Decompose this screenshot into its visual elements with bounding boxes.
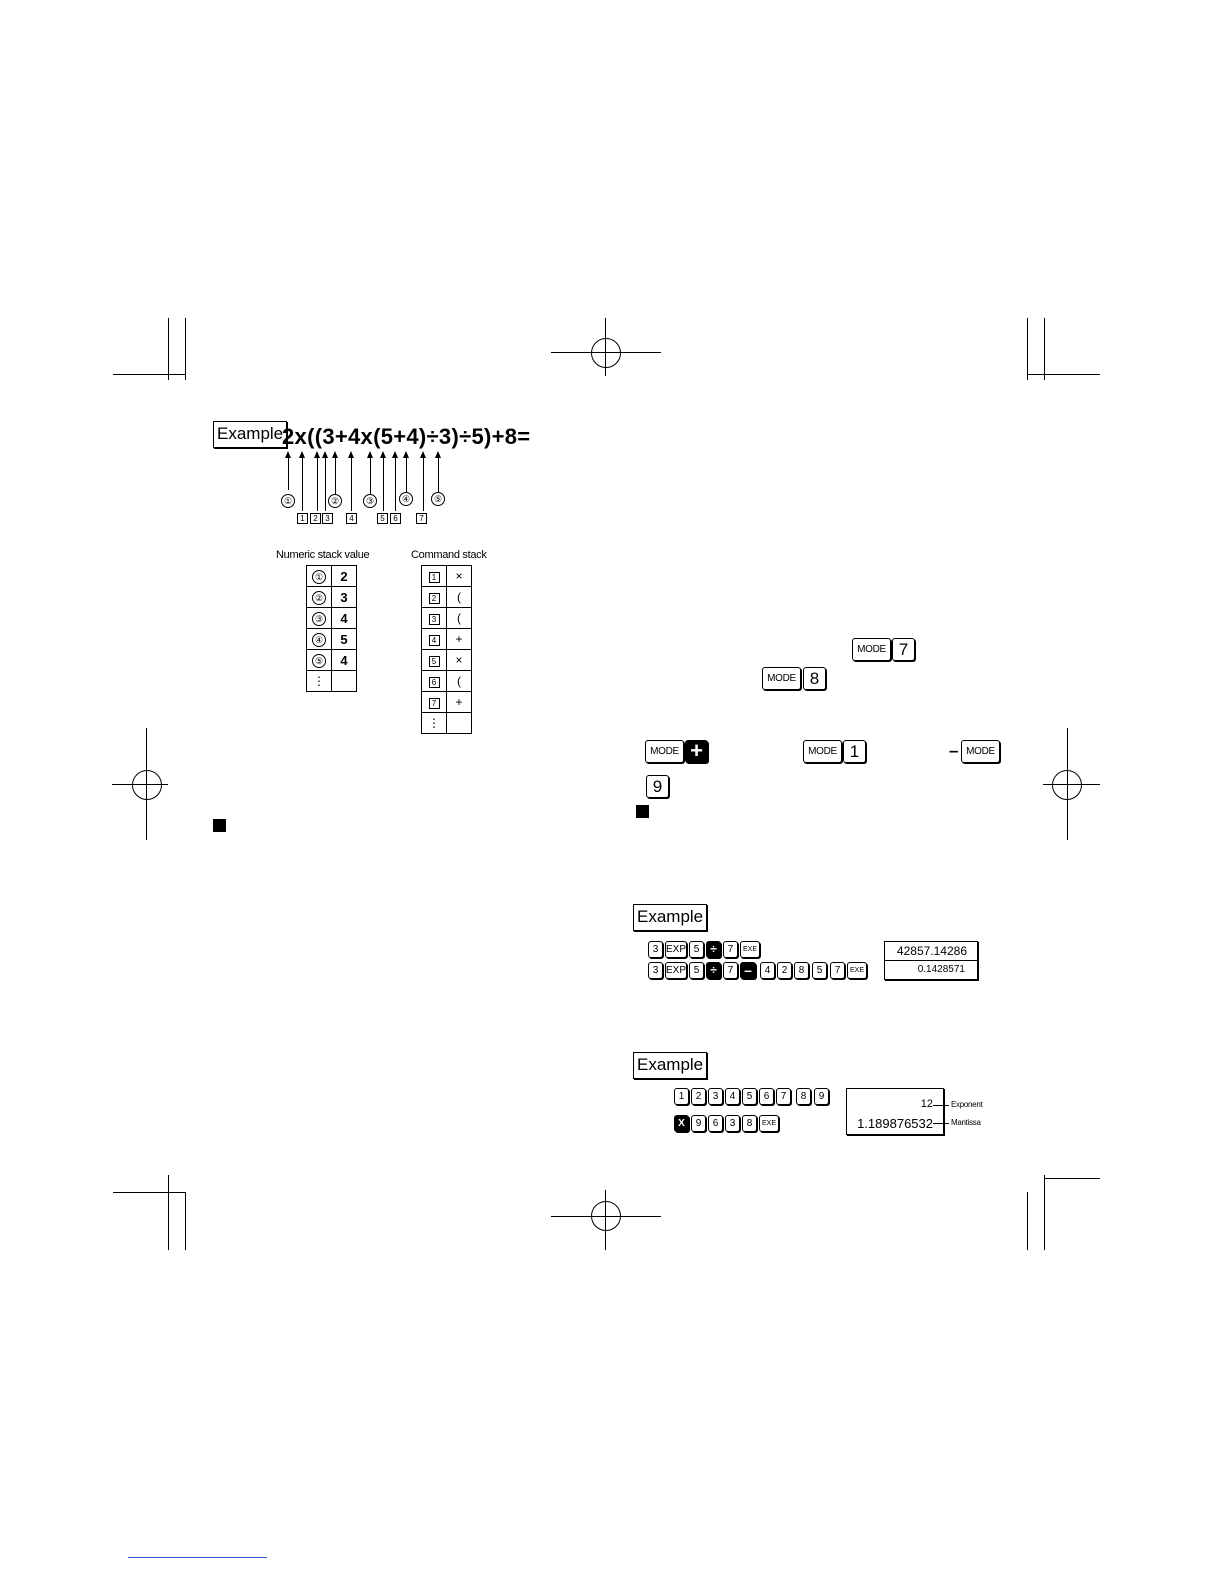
- key-1: 1: [843, 740, 866, 763]
- mode-key: MODE: [961, 740, 1000, 763]
- boxed-marker-7: 7: [416, 513, 427, 524]
- display-line-2: 0.1428571: [917, 964, 965, 975]
- plus-key: +: [685, 740, 708, 763]
- numeric-stack-title: Numeric stack value: [276, 549, 370, 561]
- example1-display: 42857.14286 0.1428571: [884, 941, 978, 980]
- mode-key: MODE: [803, 740, 842, 763]
- table-row: ⋮: [421, 712, 472, 734]
- circled-marker-4: ④: [399, 492, 413, 506]
- circled-marker-3: ③: [363, 494, 377, 508]
- section-bullet-right: [636, 805, 649, 818]
- exponent-label: Exponent: [951, 1100, 983, 1109]
- boxed-marker-3: 3: [322, 513, 333, 524]
- footer-underline: [128, 1557, 267, 1558]
- circled-marker-5: ⑤: [431, 492, 445, 506]
- table-row: 2(: [421, 586, 472, 608]
- mode-key: MODE: [852, 638, 891, 661]
- example-label: Example: [633, 904, 708, 931]
- table-row: 1×: [421, 565, 472, 587]
- key-8: 8: [803, 667, 826, 690]
- exponent-leader-line: [933, 1105, 949, 1106]
- mantissa-leader-line: [933, 1123, 949, 1124]
- table-row: 3(: [421, 607, 472, 629]
- table-row: 6(: [421, 670, 472, 692]
- key-7: 7: [892, 638, 915, 661]
- command-stack-table: 1× 2( 3( 4+ 5× 6( 7+ ⋮: [421, 565, 472, 734]
- section-bullet-left: [213, 819, 226, 832]
- command-stack-title: Command stack: [411, 549, 487, 561]
- table-row: 5×: [421, 649, 472, 671]
- exponent-value: 12: [920, 1098, 933, 1110]
- mantissa-label: Mantissa: [951, 1118, 981, 1127]
- circled-marker-1: ①: [281, 494, 295, 508]
- table-row: 4+: [421, 628, 472, 650]
- key-9: 9: [646, 775, 669, 798]
- example-label: Example: [633, 1052, 708, 1079]
- table-row: 7+: [421, 691, 472, 713]
- expression: 2x((3+4x(5+4)÷3)÷5)+8=: [282, 424, 531, 449]
- boxed-marker-1: 1: [297, 513, 308, 524]
- boxed-marker-6: 6: [390, 513, 401, 524]
- mantissa-value: 1.189876532: [857, 1116, 933, 1131]
- table-row: ⋮: [306, 670, 357, 692]
- boxed-marker-4: 4: [346, 513, 357, 524]
- display-line-1: 42857.14286: [896, 944, 967, 958]
- minus-prefix: –: [949, 741, 959, 760]
- boxed-marker-2: 2: [310, 513, 321, 524]
- example-label: Example: [213, 421, 288, 448]
- boxed-marker-5: 5: [377, 513, 388, 524]
- circled-marker-2: ②: [328, 494, 342, 508]
- mode-key: MODE: [645, 740, 684, 763]
- mode-key: MODE: [762, 667, 801, 690]
- example2-display: 12 1.189876532: [846, 1088, 944, 1135]
